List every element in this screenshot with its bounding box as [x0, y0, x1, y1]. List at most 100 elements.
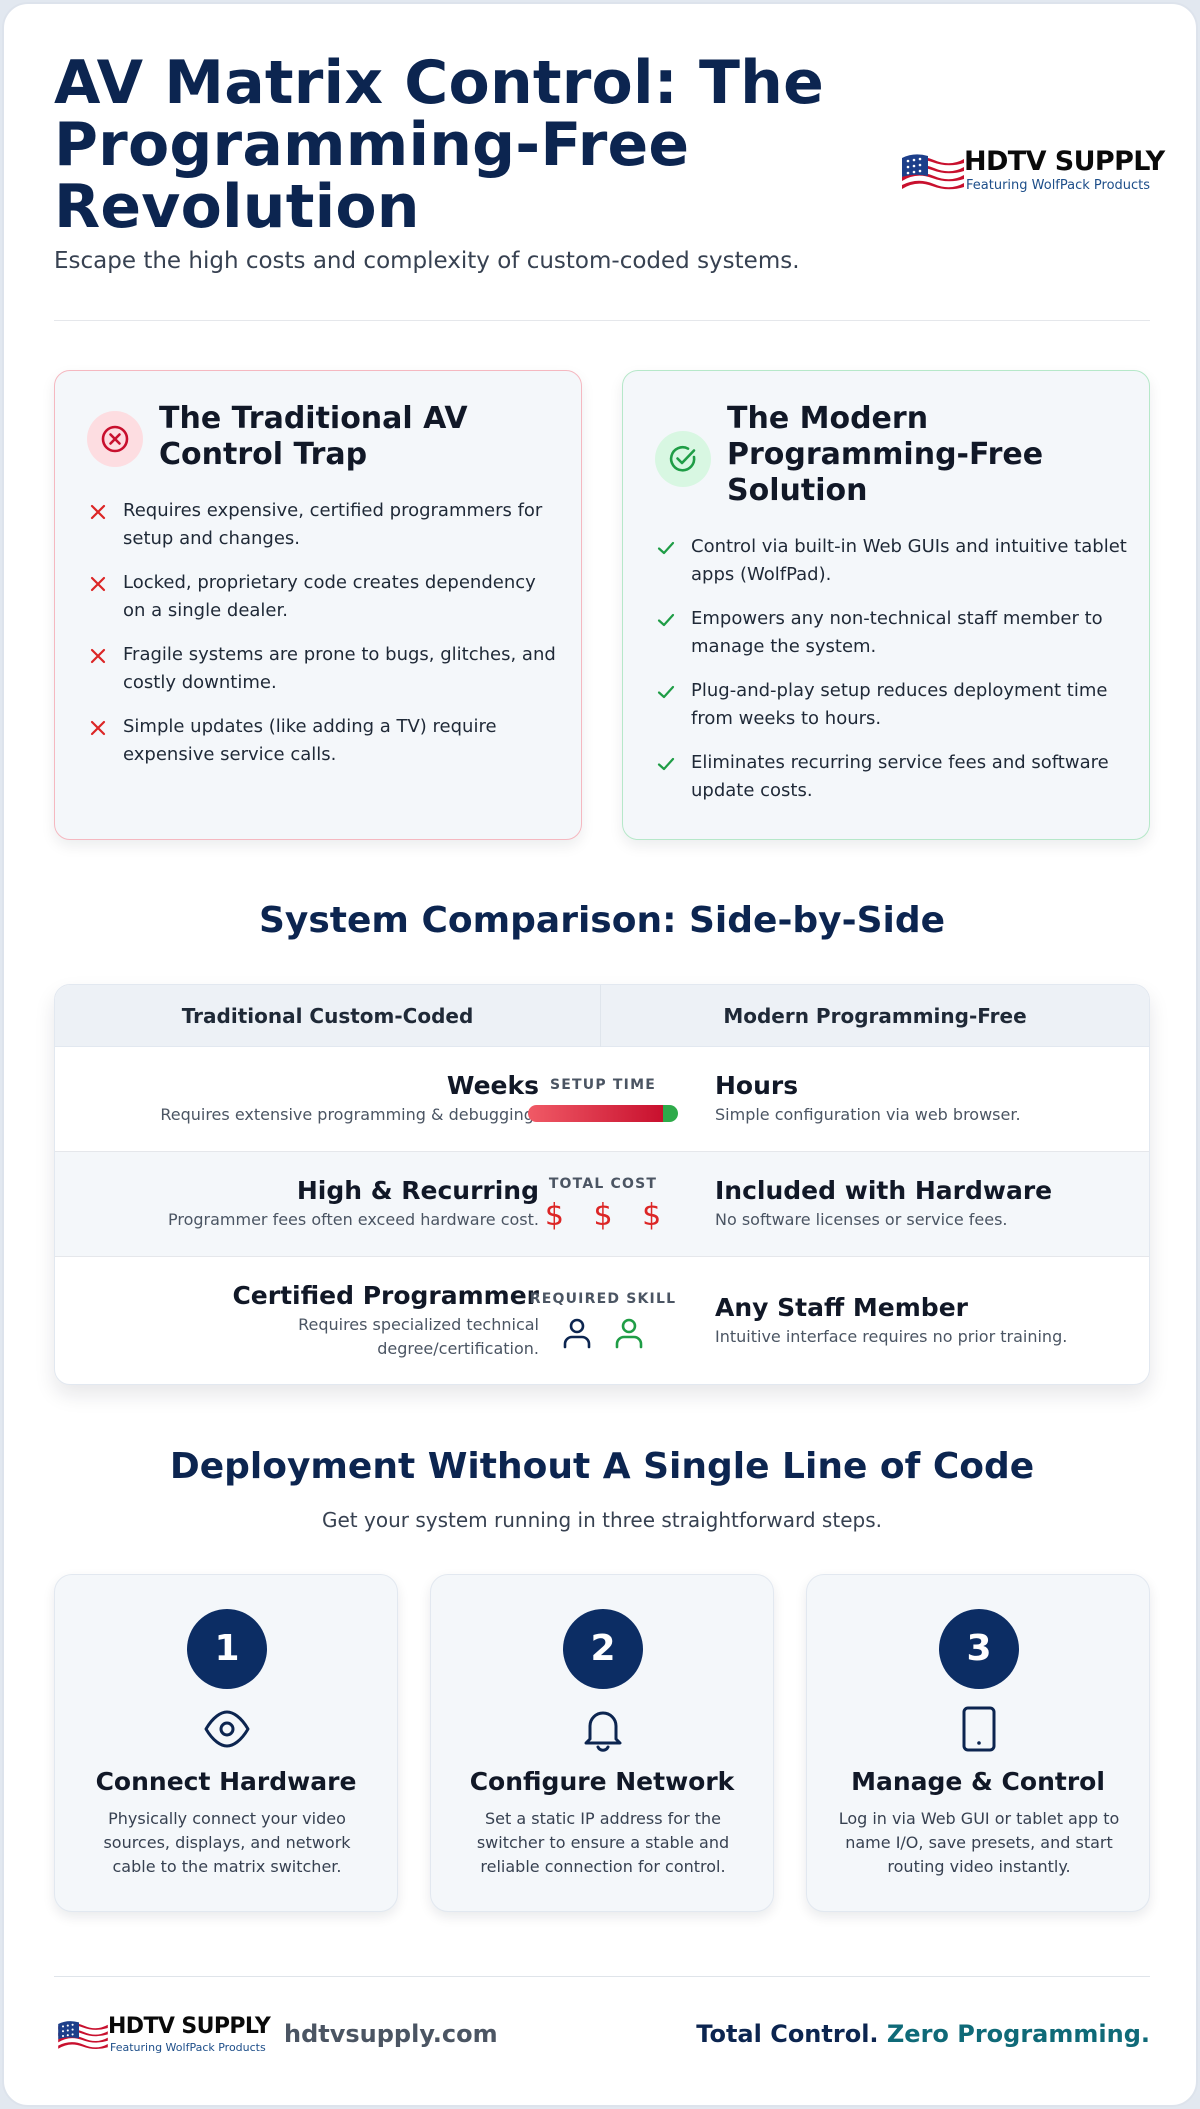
us-flag-icon — [902, 153, 964, 191]
metric-label: REQUIRED SKILL — [529, 1291, 677, 1307]
metric-setup-time: SETUP TIME — [523, 1077, 683, 1122]
metric-label: TOTAL COST — [548, 1176, 658, 1192]
comparison-title: System Comparison: Side-by-Side — [258, 900, 946, 941]
step-card-connect-hardware: 1 Connect Hardware Physically connect yo… — [54, 1574, 398, 1912]
traditional-value: High & Recurring — [296, 1176, 539, 1205]
person-icon — [615, 1318, 643, 1349]
people-icons — [523, 1317, 683, 1349]
table-row: Certified Programmer Requires specialize… — [55, 1257, 1149, 1384]
traditional-cell: Certified Programmer Requires specialize… — [85, 1281, 539, 1361]
tagline-part-b: Zero Programming. — [886, 2020, 1150, 2048]
trap-card-title: The Traditional AV Control Trap — [159, 401, 468, 472]
check-icon — [657, 541, 675, 555]
step-title: Manage & Control — [851, 1767, 1105, 1796]
modern-note: No software licenses or service fees. — [715, 1210, 1008, 1229]
list-item: Eliminates recurring service fees and so… — [657, 749, 1127, 805]
footer-tagline: Total Control. Zero Programming. — [696, 2020, 1150, 2048]
us-flag-icon — [58, 2020, 108, 2051]
header-modern: Modern Programming-Free — [723, 1004, 1027, 1028]
metric-total-cost: TOTAL COST $ $ $ — [523, 1176, 683, 1233]
step-title: Configure Network — [469, 1767, 735, 1796]
step-number: 1 — [187, 1609, 267, 1689]
x-circle-icon — [87, 411, 143, 467]
list-item: Control via built-in Web GUIs and intuit… — [657, 533, 1127, 589]
logo-tagline: Featuring WolfPack Products — [966, 178, 1151, 193]
step-title: Connect Hardware — [95, 1767, 357, 1796]
header-divider — [54, 320, 1150, 321]
cross-icon — [90, 648, 106, 664]
setup-time-bar — [528, 1105, 678, 1122]
modern-cell: Included with Hardware No software licen… — [715, 1176, 1135, 1232]
person-icon — [563, 1318, 591, 1349]
footer-logo[interactable]: HDTV SUPPLY Featuring WolfPack Products — [56, 2012, 271, 2056]
brand-logo[interactable]: HDTV SUPPLY Featuring WolfPack Products — [900, 144, 1165, 200]
step-description: Set a static IP address for the switcher… — [476, 1809, 730, 1876]
list-item: Plug-and-play setup reduces deployment t… — [657, 677, 1127, 733]
eye-icon — [204, 1710, 250, 1748]
list-item-text: Plug-and-play setup reduces deployment t… — [691, 680, 1108, 729]
trap-list: Requires expensive, certified programmer… — [89, 497, 559, 785]
tagline-part-a: Total Control. — [696, 2020, 879, 2048]
list-item: Empowers any non-technical staff member … — [657, 605, 1127, 661]
list-item: Fragile systems are prone to bugs, glitc… — [89, 641, 559, 697]
table-row: Weeks Requires extensive programming & d… — [55, 1047, 1149, 1152]
list-item-text: Empowers any non-technical staff member … — [691, 608, 1103, 657]
list-item: Requires expensive, certified programmer… — [89, 497, 559, 553]
table-row: High & Recurring Programmer fees often e… — [55, 1152, 1149, 1257]
list-item-text: Locked, proprietary code creates depende… — [123, 572, 536, 621]
list-item-text: Fragile systems are prone to bugs, glitc… — [123, 644, 556, 693]
cross-icon — [90, 720, 106, 736]
step-card-manage-control: 3 Manage & Control Log in via Web GUI or… — [806, 1574, 1150, 1912]
modern-solution-card: The Modern Programming-Free Solution Con… — [622, 370, 1150, 840]
check-icon — [657, 685, 675, 699]
dollar-signs: $ $ $ — [544, 1198, 672, 1233]
modern-list: Control via built-in Web GUIs and intuit… — [657, 533, 1127, 821]
traditional-note: Programmer fees often exceed hardware co… — [167, 1210, 539, 1229]
list-item-text: Eliminates recurring service fees and so… — [691, 752, 1109, 801]
tablet-icon — [962, 1706, 996, 1752]
traditional-cell: Weeks Requires extensive programming & d… — [85, 1071, 539, 1127]
check-circle-icon — [655, 431, 711, 487]
traditional-cell: High & Recurring Programmer fees often e… — [85, 1176, 539, 1232]
list-item: Simple updates (like adding a TV) requir… — [89, 713, 559, 769]
footer-divider — [54, 1976, 1150, 1977]
metric-label: SETUP TIME — [550, 1077, 656, 1093]
header: AV Matrix Control: The Programming-Free … — [54, 52, 1165, 282]
traditional-note: Requires extensive programming & debuggi… — [160, 1105, 539, 1124]
logo-name: HDTV SUPPLY — [964, 146, 1165, 177]
modern-note: Intuitive interface requires no prior tr… — [715, 1327, 1068, 1346]
footer-logo-name: HDTV SUPPLY — [108, 2014, 271, 2039]
modern-cell: Hours Simple configuration via web brows… — [715, 1071, 1135, 1127]
modern-value: Hours — [715, 1071, 799, 1100]
deployment-subtitle: Get your system running in three straigh… — [322, 1508, 882, 1532]
traditional-note: Requires specialized technical degree/ce… — [298, 1315, 539, 1358]
step-number: 2 — [563, 1609, 643, 1689]
traditional-value: Weeks — [446, 1071, 539, 1100]
step-number: 3 — [939, 1609, 1019, 1689]
comparison-table: Traditional Custom-Coded Modern Programm… — [54, 984, 1150, 1385]
website-link[interactable]: hdtvsupply.com — [284, 2020, 498, 2048]
table-header: Traditional Custom-Coded Modern Programm… — [55, 985, 1149, 1047]
list-item-text: Simple updates (like adding a TV) requir… — [123, 716, 497, 765]
check-icon — [657, 613, 675, 627]
page-subtitle: Escape the high costs and complexity of … — [54, 248, 800, 274]
bell-icon — [584, 1711, 622, 1752]
step-card-configure-network: 2 Configure Network Set a static IP addr… — [430, 1574, 774, 1912]
check-icon — [657, 757, 675, 771]
modern-note: Simple configuration via web browser. — [715, 1105, 1021, 1124]
footer-logo-tagline: Featuring WolfPack Products — [110, 2041, 266, 2054]
bar-modern-segment — [663, 1105, 678, 1122]
cross-icon — [90, 504, 106, 520]
metric-required-skill: REQUIRED SKILL — [523, 1291, 683, 1349]
modern-value: Included with Hardware — [715, 1176, 1053, 1205]
traditional-trap-card: The Traditional AV Control Trap Requires… — [54, 370, 582, 840]
step-description: Log in via Web GUI or tablet app to name… — [838, 1809, 1120, 1876]
traditional-value: Certified Programmer — [232, 1281, 539, 1310]
step-description: Physically connect your video sources, d… — [103, 1809, 351, 1876]
deployment-title: Deployment Without A Single Line of Code — [169, 1446, 1035, 1487]
modern-cell: Any Staff Member Intuitive interface req… — [715, 1293, 1135, 1349]
header-traditional: Traditional Custom-Coded — [55, 985, 601, 1047]
list-item-text: Control via built-in Web GUIs and intuit… — [691, 536, 1127, 585]
modern-card-title: The Modern Programming-Free Solution — [727, 401, 1044, 508]
